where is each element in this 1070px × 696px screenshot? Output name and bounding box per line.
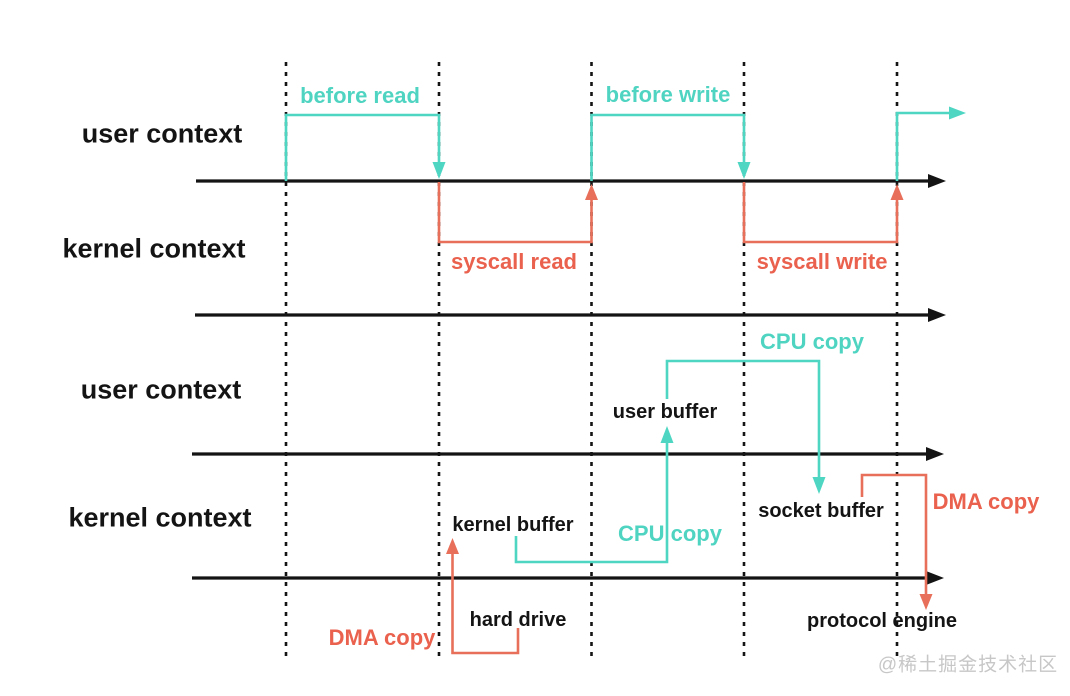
syscall-write-arrowhead <box>890 184 904 200</box>
cpu-copy-read-arrow <box>514 443 669 564</box>
after-write-resume-arrow <box>895 111 949 181</box>
dma-copy-write-label: DMA copy <box>932 489 1040 514</box>
before-read-arrow <box>284 113 441 181</box>
bottom-user-context-label: user context <box>80 374 242 405</box>
top-kernel-context-label: kernel context <box>62 233 246 264</box>
syscall-read-label: syscall read <box>451 249 577 274</box>
syscall-write-label: syscall write <box>756 249 888 274</box>
timeline-user-bottom-arrowhead <box>926 447 944 461</box>
protocol-engine-label: protocol engine <box>807 610 957 632</box>
kernel-side-arrows <box>437 182 933 655</box>
top-user-context-label: user context <box>81 118 243 149</box>
syscall-read-arrow <box>437 182 593 244</box>
socket-buffer-label: socket buffer <box>758 500 884 522</box>
dma-copy-write-arrow <box>860 473 928 594</box>
bottom-kernel-context-label: kernel context <box>68 502 252 533</box>
dma-copy-read-arrowhead <box>446 538 459 554</box>
kernel-buffer-label: kernel buffer <box>452 514 574 536</box>
timeline-user-top-arrowhead <box>928 174 946 188</box>
cpu-copy-write-arrow <box>665 359 821 477</box>
after-write-resume-arrowhead <box>949 106 966 120</box>
before-write-arrow <box>590 113 746 181</box>
syscall-write-arrow <box>742 182 899 244</box>
dma-copy-read-arrow <box>451 554 520 655</box>
before-read-arrowhead <box>432 162 446 179</box>
user-side-arrows <box>284 106 966 564</box>
timeline-axes <box>192 174 946 585</box>
timeline-kernel-bottom-arrowhead <box>926 571 944 585</box>
user-buffer-label: user buffer <box>612 401 718 423</box>
dma-copy-read-label: DMA copy <box>328 625 436 650</box>
cpu-copy-read-label: CPU copy <box>618 521 722 546</box>
syscall-read-arrowhead <box>585 184 598 200</box>
cpu-copy-read-arrowhead <box>660 426 674 443</box>
timeline-kernel-top-arrowhead <box>928 308 946 322</box>
watermark-text: @稀土掘金技术社区 <box>877 654 1059 676</box>
cpu-copy-write-label: CPU copy <box>760 329 864 354</box>
cpu-copy-write-arrowhead <box>812 477 826 494</box>
hard-drive-label: hard drive <box>469 609 567 631</box>
dma-copy-write-arrowhead <box>919 594 933 610</box>
before-read-label: before read <box>300 83 420 108</box>
before-write-arrowhead <box>737 162 751 179</box>
before-write-label: before write <box>605 82 731 107</box>
